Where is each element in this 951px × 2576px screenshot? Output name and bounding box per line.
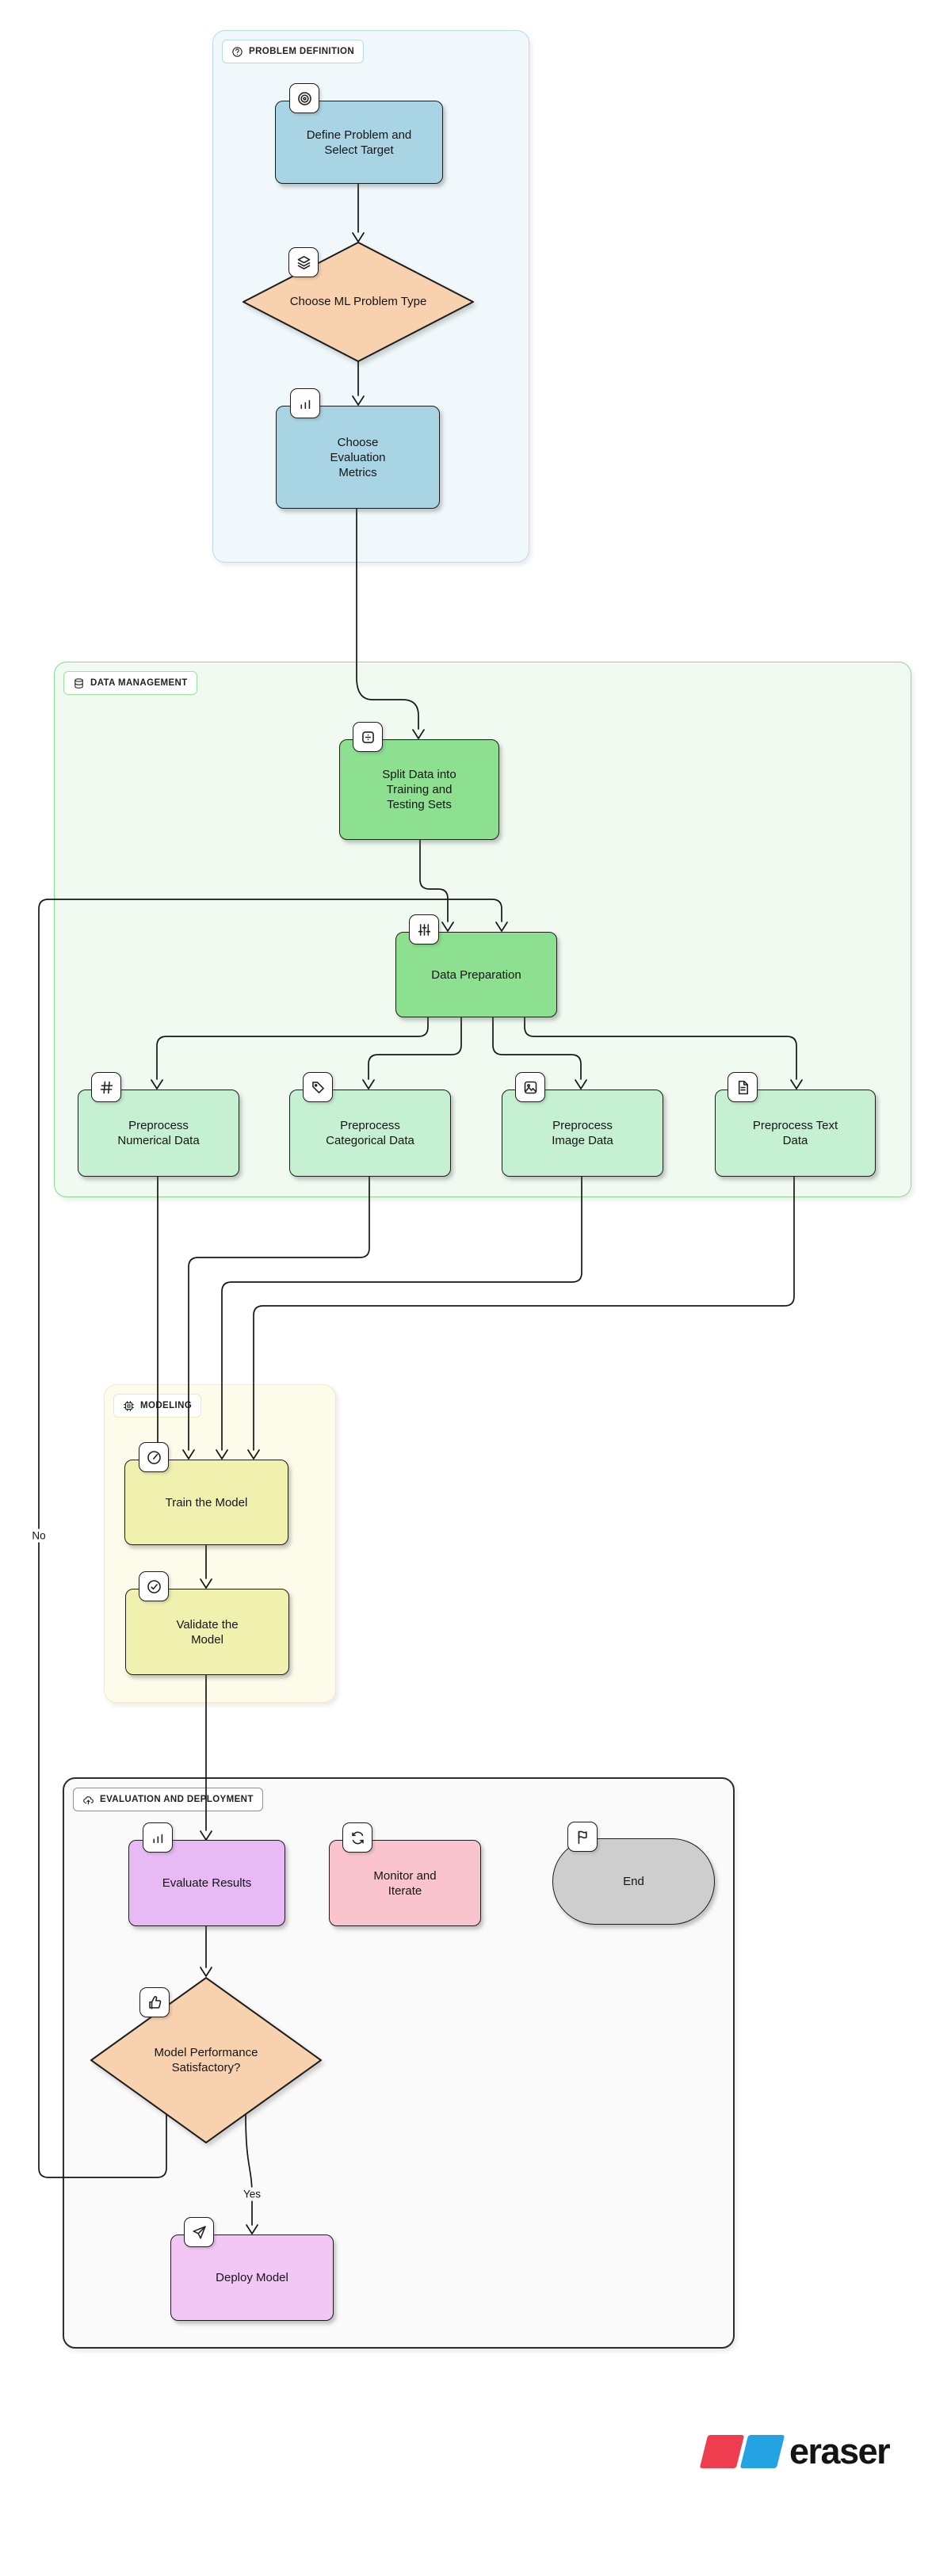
- node-label: Evaluate Results: [162, 1876, 252, 1890]
- node-deploy-model: Deploy Model: [170, 2234, 334, 2321]
- edge-metrics-to-split: [356, 505, 425, 739]
- node-label: Data Preparation: [431, 967, 521, 982]
- container-header-data-management: DATA MANAGEMENT: [63, 671, 197, 695]
- container-label: PROBLEM DEFINITION: [249, 47, 355, 56]
- logo-blue-parallelogram: [739, 2435, 785, 2468]
- node-label: Validate the Model: [176, 1617, 239, 1647]
- container-label: EVALUATION AND DEPLOYMENT: [100, 1795, 254, 1804]
- eraser-logo-text: eraser: [789, 2431, 891, 2471]
- node-train-model: Train the Model: [124, 1460, 288, 1545]
- edge-label-no: No: [29, 1528, 49, 1543]
- edge-dataprep-to-image: [492, 1015, 587, 1090]
- node-validate-model: Validate the Model: [125, 1589, 289, 1675]
- edge-train-to-validate: [200, 1543, 212, 1589]
- node-label: End: [623, 1875, 644, 1888]
- edge-dataprep-to-categorical: [362, 1015, 462, 1090]
- node-label: Preprocess Categorical Data: [326, 1119, 414, 1147]
- flag-icon: [567, 1822, 598, 1852]
- edge-evaluate-to-check: [200, 1924, 212, 1977]
- edge-dataprep-to-text: [524, 1015, 803, 1090]
- sliders-icon: [409, 914, 439, 945]
- node-label: Preprocess Image Data: [552, 1119, 613, 1147]
- gauge-icon: [139, 1442, 169, 1472]
- eraser-logo-mark: [699, 2435, 785, 2468]
- node-preprocess-text: Preprocess Text Data: [715, 1090, 876, 1177]
- node-label: Choose Evaluation Metrics: [330, 435, 386, 479]
- decision-performance-check: [90, 1977, 322, 2143]
- node-label: Preprocess Text Data: [752, 1119, 838, 1147]
- send-icon: [184, 2217, 214, 2247]
- node-label: Monitor and Iterate: [373, 1868, 437, 1898]
- edge-image-to-train: [216, 1174, 582, 1460]
- database-icon: [73, 677, 85, 689]
- node-label: Split Data into Training and Testing Set…: [382, 768, 456, 811]
- container-header-problem-definition: PROBLEM DEFINITION: [222, 40, 365, 63]
- file-text-icon: [728, 1072, 758, 1102]
- container-label: DATA MANAGEMENT: [90, 678, 188, 688]
- node-choose-metrics: Choose Evaluation Metrics: [276, 406, 440, 509]
- refresh-icon: [342, 1822, 372, 1853]
- cpu-icon: [123, 1400, 135, 1412]
- node-preprocess-categorical: Preprocess Categorical Data: [289, 1090, 451, 1177]
- node-monitor-iterate: Monitor and Iterate: [329, 1840, 481, 1926]
- eraser-logo: eraser: [699, 2431, 891, 2472]
- edge-label-yes: Yes: [239, 2187, 265, 2201]
- node-label: Deploy Model: [216, 2271, 288, 2284]
- node-label: Define Problem and Select Target: [306, 128, 412, 157]
- edge-text-to-train: [247, 1174, 795, 1460]
- help-circle-icon: [231, 46, 243, 58]
- node-end: End: [552, 1838, 715, 1925]
- divide-icon: [353, 722, 383, 752]
- edge-chooseml-to-metrics: [352, 361, 365, 406]
- target-icon: [289, 83, 319, 113]
- node-preprocess-numerical: Preprocess Numerical Data: [78, 1090, 239, 1177]
- node-label: Preprocess Numerical Data: [117, 1119, 200, 1147]
- logo-red-parallelogram: [699, 2435, 745, 2468]
- cloud-upload-icon: [82, 1794, 94, 1806]
- node-label-performance-check: Model Performance Satisfactory?: [154, 2046, 258, 2074]
- node-evaluate-results: Evaluate Results: [128, 1840, 285, 1926]
- bar-chart-icon: [290, 388, 320, 418]
- container-label: MODELING: [140, 1401, 193, 1410]
- image-icon: [515, 1072, 545, 1102]
- bar-chart-icon: [143, 1822, 173, 1853]
- edge-categorical-to-train: [182, 1174, 370, 1460]
- hash-icon: [91, 1072, 121, 1102]
- node-label: Train the Model: [165, 1495, 248, 1509]
- thumbs-up-icon: [139, 1987, 170, 2017]
- node-define-problem: Define Problem and Select Target: [275, 101, 443, 184]
- node-data-preparation: Data Preparation: [395, 932, 557, 1017]
- node-label-choose-ml-type: Choose ML Problem Type: [289, 294, 427, 308]
- node-split-data: Split Data into Training and Testing Set…: [339, 739, 499, 840]
- edge-dataprep-to-numerical: [151, 1015, 429, 1090]
- edge-split-to-dataprep: [419, 838, 454, 932]
- node-preprocess-image: Preprocess Image Data: [502, 1090, 663, 1177]
- check-circle-icon: [139, 1571, 169, 1601]
- tag-icon: [303, 1072, 333, 1102]
- container-header-evaluation-deployment: EVALUATION AND DEPLOYMENT: [73, 1788, 263, 1811]
- layers-icon: [288, 247, 319, 277]
